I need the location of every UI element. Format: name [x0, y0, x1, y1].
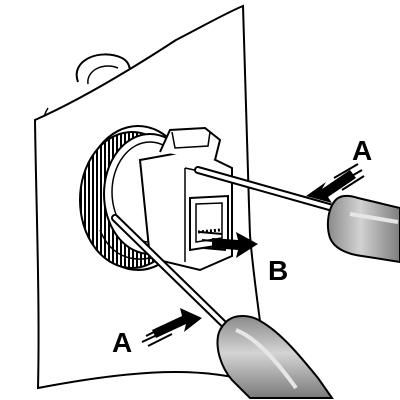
arrow-a-top — [306, 163, 365, 203]
screwdriver-bottom-handle — [216, 315, 334, 399]
label-a-top: A — [352, 135, 372, 166]
label-b: B — [268, 255, 288, 286]
screwdriver-bottom — [111, 214, 334, 399]
label-a-bottom: A — [112, 327, 132, 358]
screwdriver-top-handle — [326, 194, 400, 264]
arrow-a-bottom — [141, 308, 202, 347]
arrow-b — [199, 231, 258, 258]
screwdriver-top — [194, 166, 400, 264]
